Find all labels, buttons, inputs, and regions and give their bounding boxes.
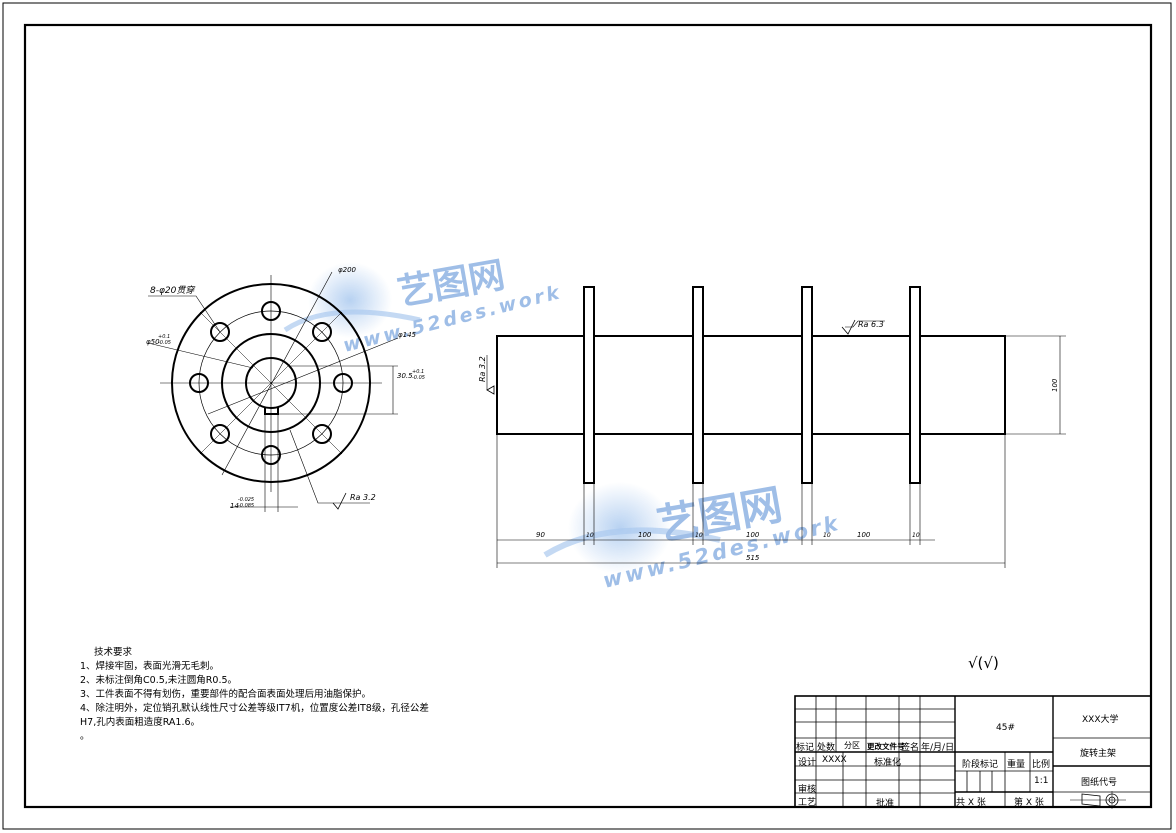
- flange-end-view: [147, 271, 399, 512]
- flange-end-view-labels: 8-φ20贯穿 φ50 +0.1 -0.05 φ200 φ145 30.5 +0…: [146, 266, 425, 510]
- tech-req-title: 技术要求: [94, 647, 133, 658]
- watermark-globe-icon: [308, 262, 392, 338]
- dim-label: 10: [823, 532, 831, 539]
- tb-scale-value: 1:1: [1034, 776, 1049, 786]
- tb-part-name: 旋转主架: [1080, 749, 1117, 759]
- dim-label: 90: [536, 531, 545, 539]
- disc-2: [692, 286, 704, 484]
- bolt-hole: [189, 373, 209, 393]
- tb-header-count: 处数: [817, 743, 836, 753]
- technical-requirements: 技术要求 1、焊接牢固，表面光滑无毛刺。 2、未标注倒角C0.5,未注圆角R0.…: [80, 646, 429, 744]
- roughness-left-label: Ra 3.2: [478, 356, 487, 382]
- watermark-swoosh-2: [543, 527, 721, 558]
- tb-weight-label: 重量: [1007, 760, 1026, 770]
- holes-note-label: 8-φ20贯穿: [150, 285, 195, 296]
- tb-sheets-current: 第 X 张: [1014, 798, 1044, 808]
- tb-designer-value: XXXX: [822, 755, 847, 765]
- bolt-hole: [261, 301, 281, 321]
- tech-req-line: 1、焊接牢固，表面光滑无毛刺。: [80, 661, 220, 672]
- ring-dim-label: φ145: [398, 331, 417, 339]
- tb-header-date: 年/月/日: [921, 743, 955, 753]
- dim-label: 100: [746, 531, 760, 539]
- dim-label: 100: [857, 531, 871, 539]
- roughness-left-icon: [486, 385, 495, 395]
- tb-sheets-total: 共 X 张: [956, 798, 986, 808]
- roughness-left-view-label: Ra 3.2: [350, 493, 376, 502]
- tb-process-label: 工艺: [798, 798, 817, 808]
- leader-pcd: [221, 271, 333, 476]
- tb-material-value: 45#: [996, 723, 1015, 733]
- shaft-front-view-labels: Ra 6.3 Ra 3.2 100 90 10 100 10 100 10 10…: [478, 320, 1059, 562]
- tech-req-line: 3、工件表面不得有划伤，重要部件的配合面表面处理后用油脂保护。: [80, 689, 372, 700]
- roughness-top-icon: [841, 319, 856, 335]
- roughness-top-leader: [845, 320, 885, 328]
- key-depth-tol-upper: +0.1: [412, 369, 424, 375]
- tb-drawing-no-label: 图纸代号: [1081, 778, 1118, 788]
- bore-dim-label: φ50: [146, 338, 160, 346]
- title-block: [794, 695, 1152, 809]
- dim-label: 10: [912, 532, 920, 539]
- bolt-hole: [333, 373, 353, 393]
- inner-frame: [23, 23, 1153, 809]
- shaft-front-view: [486, 286, 1066, 568]
- bolt-hole: [261, 445, 281, 465]
- tb-header-zone: 分区: [844, 741, 860, 750]
- keyway-slot: [264, 407, 279, 415]
- leader-roughness: [289, 429, 370, 504]
- disc-1: [583, 286, 595, 484]
- bolt-hole: [312, 322, 332, 342]
- pcd-dim-label: φ200: [338, 266, 357, 274]
- dim-label: 100: [638, 531, 652, 539]
- roughness-symbol-icon: [332, 492, 347, 510]
- tb-standard-label: 标准化: [874, 758, 902, 768]
- disc-3: [801, 286, 813, 484]
- center-line-d2: [199, 311, 343, 455]
- watermark-top: 艺图网 www.52des.work: [283, 255, 564, 357]
- projection-symbol-icon: [1081, 793, 1101, 807]
- key-depth-dim-label: 30.5: [397, 372, 413, 380]
- bolt-hole: [210, 322, 230, 342]
- tb-review-label: 审核: [798, 785, 817, 795]
- bolt-hole: [210, 424, 230, 444]
- total-dim-label: 515: [746, 554, 760, 562]
- key-width-tol-upper: -0.025: [238, 497, 254, 503]
- tech-req-line: 。: [80, 731, 90, 742]
- tech-req-line: 2、未标注倒角C0.5,未注圆角R0.5。: [80, 675, 238, 686]
- tb-approve-label: 批准: [876, 799, 895, 809]
- disc-4: [909, 286, 921, 484]
- tb-stage-label: 阶段标记: [962, 760, 999, 770]
- tb-scale-label: 比例: [1032, 760, 1051, 770]
- tb-header-mark: 标记: [796, 743, 815, 753]
- roughness-top-label: Ra 6.3: [858, 320, 884, 329]
- tech-req-line: 4、除注明外，定位销孔默认线性尺寸公差等级IT7机，位置度公差IT8级，孔径公差: [80, 703, 429, 714]
- dim-label: 10: [586, 532, 594, 539]
- tb-header-sign: 签名: [901, 743, 920, 753]
- leader-bore: [147, 342, 254, 369]
- leader-ring: [207, 337, 399, 415]
- key-width-tol-lower: -0.085: [238, 503, 254, 509]
- bore-tol-lower: -0.05: [158, 340, 171, 346]
- surface-finish-symbol: √(√): [968, 654, 999, 672]
- bore-tol-upper: +0.1: [158, 334, 170, 340]
- key-width-dim-label: 14: [230, 502, 239, 510]
- tb-university: XXX大学: [1082, 715, 1119, 725]
- height-dim-label: 100: [1051, 378, 1059, 392]
- leader-holes: [148, 295, 221, 333]
- tb-design-label: 设计: [798, 758, 817, 768]
- tb-header-change-doc: 更改文件号: [867, 742, 905, 751]
- key-depth-tol-lower: -0.05: [412, 375, 425, 381]
- tech-req-line: H7,孔内表面粗造度RA1.6。: [80, 717, 201, 728]
- bolt-hole: [312, 424, 332, 444]
- shaft-body: [496, 335, 1006, 435]
- dim-label: 10: [695, 532, 703, 539]
